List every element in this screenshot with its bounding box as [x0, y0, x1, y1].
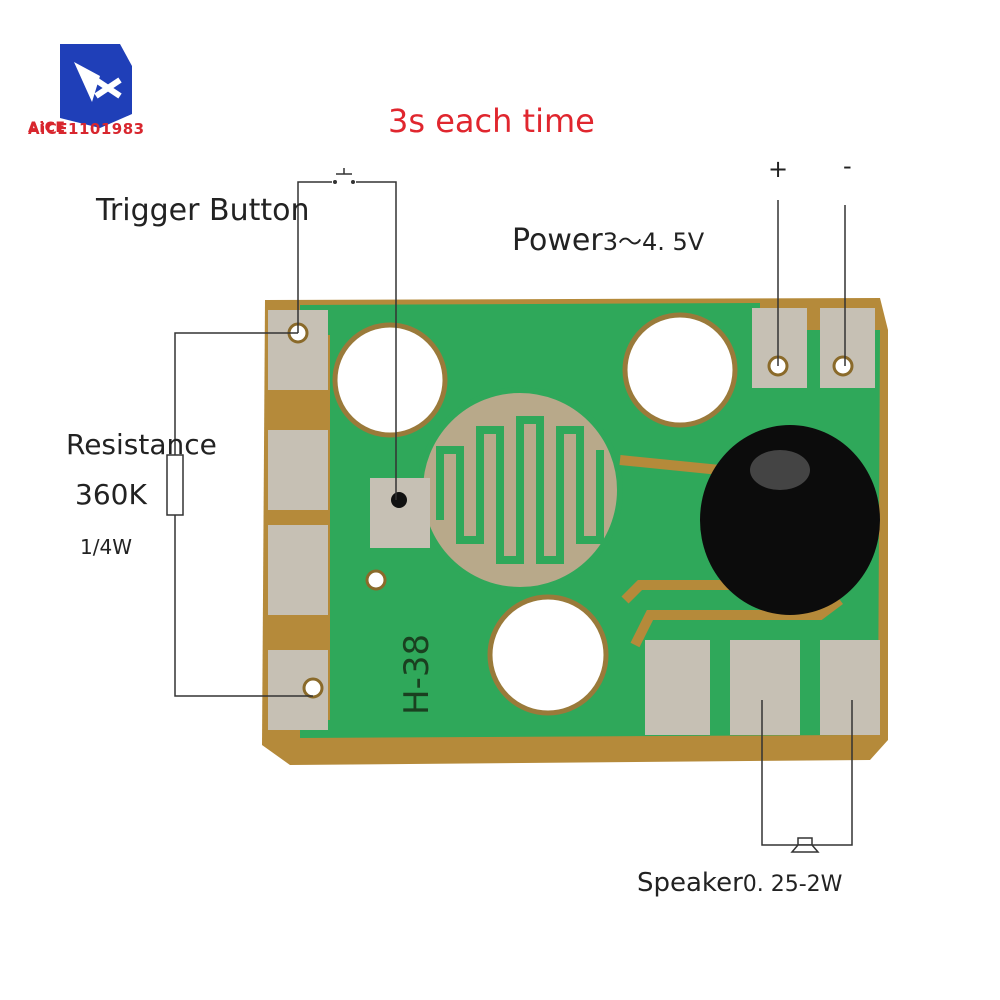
resistance-label: Resistance — [66, 428, 217, 461]
power-label: Power3～4. 5V — [512, 222, 704, 258]
trigger-pad — [370, 478, 430, 548]
power-hole-minus — [832, 355, 854, 377]
brand-logo-icon — [60, 44, 132, 128]
cob-chip-highlight — [750, 450, 810, 490]
cob-chip — [700, 425, 880, 615]
wire-trigger-right — [356, 181, 397, 500]
brand-logo-full-text: AiCE1101983 — [28, 120, 145, 138]
mounting-hole-bottom — [487, 594, 609, 716]
caption: 3s each time — [388, 102, 595, 140]
wire-resistor-top — [174, 332, 298, 455]
power-voltage-label: 3～4. 5V — [602, 228, 705, 256]
bottom-pad-3 — [820, 640, 880, 735]
brand-logo: AiCE — [28, 36, 160, 146]
mounting-hole-top-left — [332, 322, 448, 438]
power-plus-label: + — [768, 155, 789, 183]
resistance-power-label: 1/4W — [80, 535, 132, 559]
speaker-label: Speaker0. 25-2W — [637, 868, 842, 898]
bottom-pad-2 — [730, 640, 800, 735]
speaker-label-text: Speaker — [637, 868, 743, 898]
resistor-symbol — [166, 454, 184, 516]
wire-speaker — [761, 700, 853, 846]
power-label-text: Power — [512, 223, 603, 258]
trace-1 — [619, 455, 721, 475]
trigger-button-label: Trigger Button — [96, 193, 310, 228]
pad-left-2 — [268, 430, 328, 510]
button-symbol-contact-left — [333, 180, 337, 184]
power-minus-label: - — [843, 152, 852, 180]
trace-3 — [630, 596, 843, 648]
speaker-symbol-cone — [790, 844, 820, 853]
photoresistor-serpentine — [436, 416, 604, 564]
mounting-hole-top-right — [622, 312, 738, 428]
resistance-value-label: 360K — [75, 478, 147, 511]
trigger-dot — [391, 492, 407, 508]
board-marking: H-38 — [397, 634, 437, 715]
pad-hole-bottom-left — [302, 677, 324, 699]
small-hole — [365, 569, 387, 591]
power-pad-minus — [820, 308, 875, 388]
speaker-power-label: 0. 25-2W — [742, 872, 843, 897]
wire-trigger-left — [297, 181, 332, 333]
wire-resistor-bottom — [174, 515, 313, 697]
brand-logo-text: AiCE — [28, 120, 66, 136]
pad-left-3 — [268, 525, 328, 615]
button-symbol-contact-right — [351, 180, 355, 184]
speaker-symbol-body — [797, 837, 813, 846]
bottom-pad-1 — [645, 640, 710, 735]
